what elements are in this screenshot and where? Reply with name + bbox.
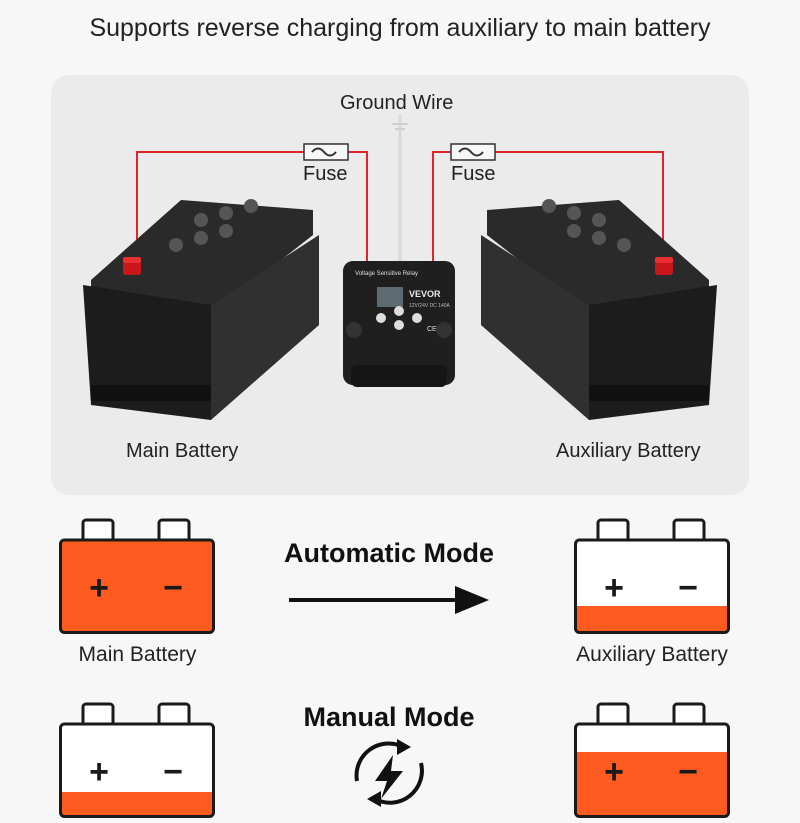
auxiliary-battery-image (481, 199, 717, 420)
automatic-mode-title: Automatic Mode (283, 538, 494, 568)
relay-spec-text: 12V/24V DC 140A (409, 303, 451, 309)
manual-mode-title: Manual Mode (303, 702, 475, 732)
svg-text:+: + (604, 569, 624, 607)
relay-title-text: Voltage Sensitive Relay (355, 271, 418, 277)
right-positive-wire (432, 151, 664, 275)
svg-text:−: − (163, 569, 183, 607)
headline: Supports reverse charging from auxiliary… (89, 14, 711, 42)
wiring-diagram-illustration: Voltage Sensitive Relay VEVOR 12V/24V DC… (83, 115, 717, 420)
svg-text:−: − (678, 753, 698, 791)
auto-aux-battery-caption: Auxiliary Battery (576, 643, 728, 666)
svg-text:−: − (163, 753, 183, 791)
auto-main-battery-caption: Main Battery (78, 643, 197, 666)
main-battery-label: Main Battery (126, 440, 239, 462)
svg-text:+: + (89, 569, 109, 607)
fuse-right-icon (450, 143, 496, 161)
manual-main-battery-icon: + − (59, 702, 215, 823)
manual-aux-battery-icon: + − (574, 702, 730, 823)
relay-cert-text: CE (427, 326, 437, 333)
ground-wire-label: Ground Wire (340, 92, 454, 114)
main-battery-image (83, 199, 319, 420)
battery-icon: + − (574, 702, 730, 818)
svg-text:+: + (604, 753, 624, 791)
svg-text:+: + (89, 753, 109, 791)
auxiliary-battery-label: Auxiliary Battery (556, 440, 701, 462)
svg-text:−: − (678, 569, 698, 607)
lightning-cycle-icon (354, 739, 424, 807)
auto-main-battery-icon: + − (59, 518, 215, 639)
wiring-diagram-panel: Voltage Sensitive Relay VEVOR 12V/24V DC… (51, 75, 749, 495)
fuse-left-icon (303, 143, 349, 161)
arrow-right-icon (289, 586, 489, 614)
battery-icon: + − (59, 702, 215, 818)
battery-icon: + − (59, 518, 215, 634)
battery-icon: + − (574, 518, 730, 634)
fuse-right-label: Fuse (451, 163, 496, 185)
relay-brand-text: VEVOR (409, 289, 441, 299)
left-positive-wire (136, 151, 368, 275)
fuse-left-label: Fuse (303, 163, 348, 185)
auto-aux-battery-icon: + − (574, 518, 730, 639)
voltage-relay-device: Voltage Sensitive Relay VEVOR 12V/24V DC… (343, 261, 455, 387)
